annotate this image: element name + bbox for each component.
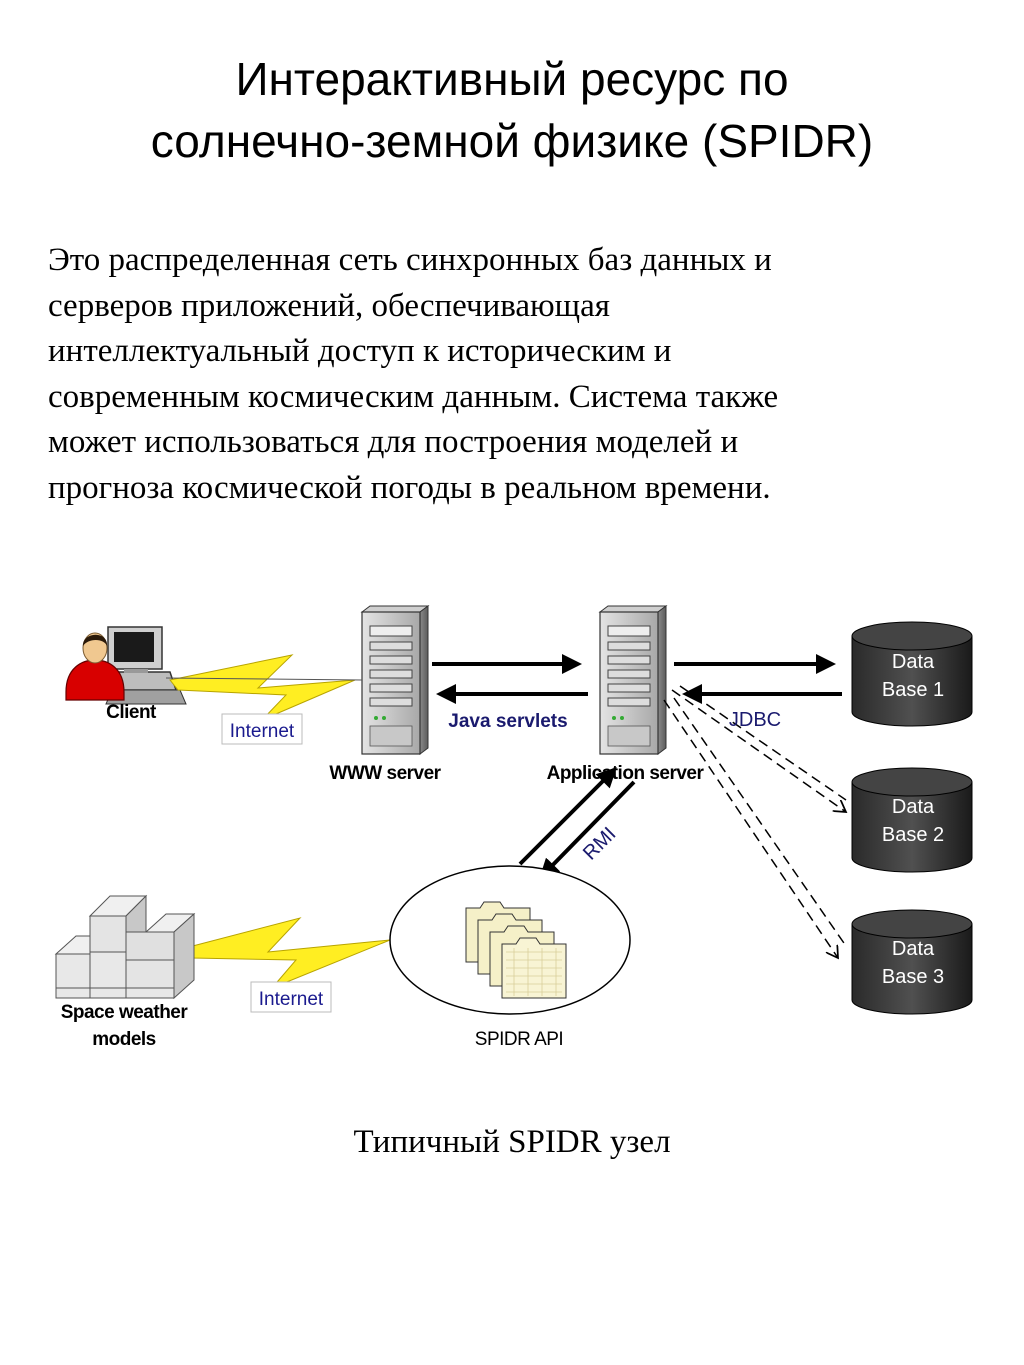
internet-label-box: [221, 713, 303, 745]
internet-label: Internet: [259, 989, 324, 1010]
database-3-icon: Data Base 3: [851, 909, 973, 1015]
diagram-caption: Типичный SPIDR узел: [353, 1124, 671, 1160]
internet-lightning-icon: [184, 917, 391, 989]
jdbc-label: JDBC: [729, 709, 781, 731]
app-to-api-arrow: [539, 780, 636, 879]
client-www-connector: [165, 677, 363, 681]
database-1-icon: Data Base 1: [851, 621, 973, 727]
description-paragraph: Это распределенная сеть синхронных баз д…: [48, 238, 988, 511]
java-servlets-label: Java servlets: [448, 711, 567, 732]
space-weather-models-label: models: [92, 1029, 156, 1050]
database-3-label: Data: [892, 938, 935, 960]
api-to-app-arrow: [518, 767, 617, 866]
paragraph-line: современным космическим данным. Система …: [48, 378, 779, 415]
folders-icon: [465, 901, 567, 999]
database-1-label: Base 1: [882, 679, 944, 701]
internet-label: Internet: [230, 721, 295, 742]
application-server-label: Application server: [547, 763, 705, 784]
www-server-label: WWW server: [329, 763, 441, 784]
paragraph-line: интеллектуальный доступ к историческим и: [48, 333, 672, 369]
client-user-icon: [65, 626, 187, 705]
internet-label-box: [250, 981, 332, 1013]
database-2-label: Base 2: [882, 824, 944, 846]
database-2-icon: Data Base 2: [851, 767, 973, 873]
space-weather-models-label: Space weather: [61, 1002, 189, 1023]
database-1-label: Data: [892, 651, 935, 673]
www-server-icon: [360, 605, 430, 755]
page-title: Интерактивный ресурс по солнечно-земной …: [0, 48, 1024, 172]
application-server-icon: [598, 605, 668, 755]
paragraph-line: серверов приложений, обеспечивающая: [48, 287, 610, 324]
client-label: Client: [106, 702, 157, 723]
title-line-2: солнечно-земной физике (SPIDR): [150, 115, 874, 167]
paragraph-line: прогноза космической погоды в реальном в…: [48, 469, 771, 506]
paragraph-line: может использоваться для построения моде…: [48, 424, 739, 460]
title-line-1: Интерактивный ресурс по: [235, 53, 789, 105]
dashed-connectors: [663, 685, 846, 958]
database-3-label: Base 3: [882, 966, 944, 988]
spidr-api-label: SPIDR API: [475, 1029, 563, 1050]
space-weather-cubes-icon: [54, 894, 196, 1000]
database-2-label: Data: [892, 796, 935, 818]
internet-lightning-icon: [169, 654, 356, 721]
paragraph-line: Это распределенная сеть синхронных баз д…: [48, 242, 772, 278]
